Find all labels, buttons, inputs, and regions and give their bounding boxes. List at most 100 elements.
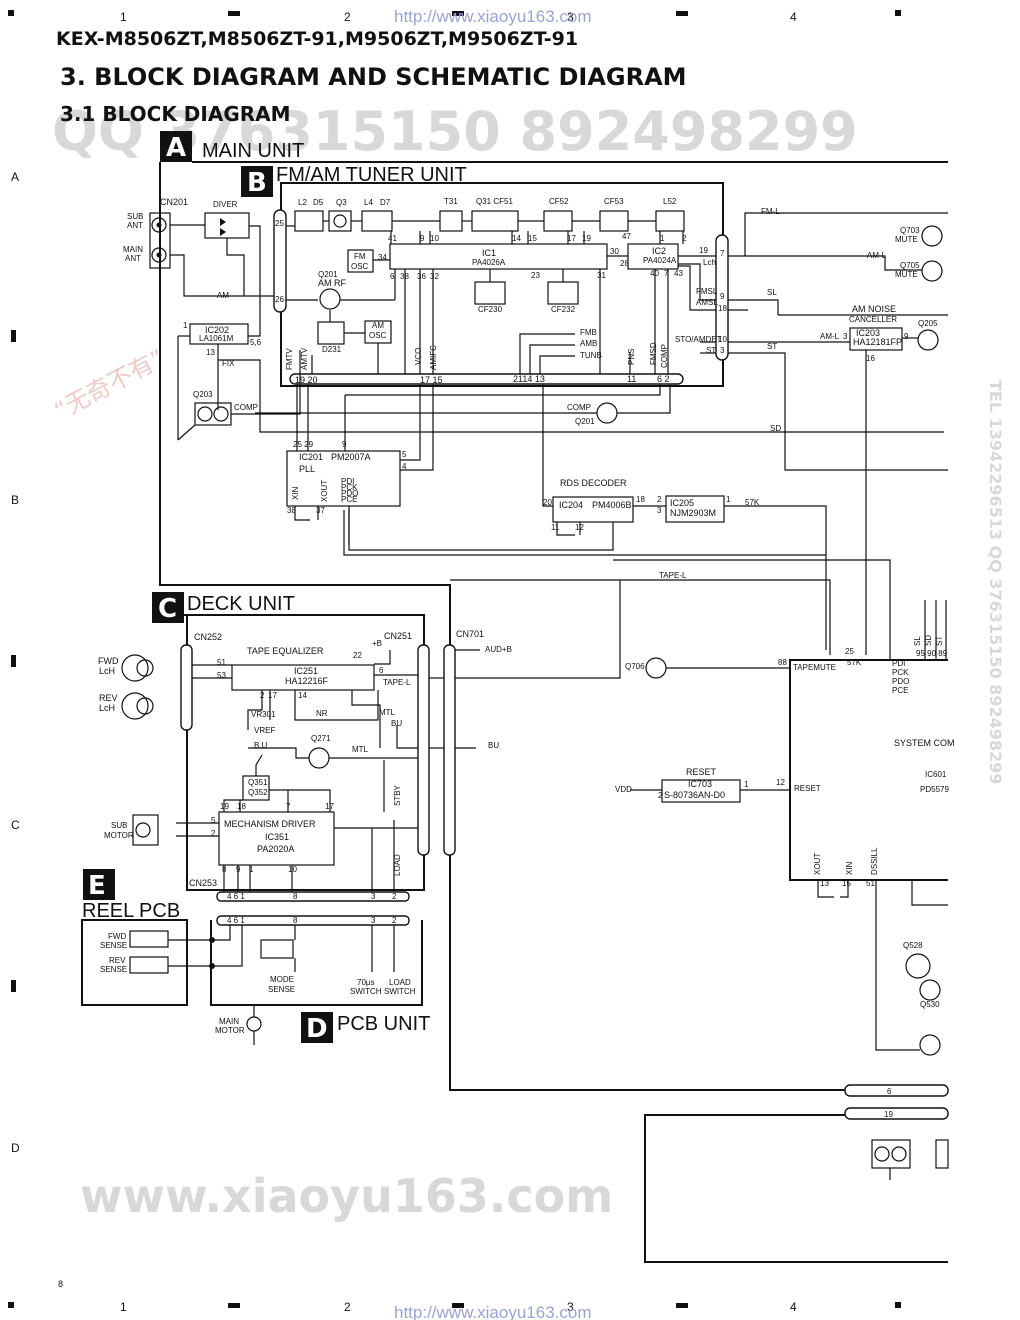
diagram-label: 41: [388, 234, 397, 243]
grid-column-label: 2: [344, 10, 351, 24]
diagram-label: ST: [767, 342, 777, 351]
grid-column-label: 1: [120, 1300, 127, 1314]
diagram-label: 14: [512, 234, 521, 243]
side-watermark: TEL 13942296513 QQ 376315150 892498299: [986, 380, 1005, 784]
diagram-label: LOAD: [393, 854, 402, 876]
diagram-label: 30: [610, 247, 619, 256]
diagram-label: 18: [718, 304, 727, 313]
diagram-label: AM-L: [867, 251, 887, 260]
diagram-label: FWD: [98, 656, 119, 666]
diagram-label: 13: [820, 879, 829, 888]
diagram-label: SUB: [127, 212, 143, 221]
grid-row-label: B: [11, 493, 19, 507]
diagram-label: REV: [109, 956, 126, 965]
diagram-label: CN251: [384, 631, 412, 641]
grid-column-label: 4: [790, 10, 797, 24]
diagram-label: 8: [293, 916, 298, 925]
diagram-label: STBY: [393, 784, 402, 806]
diagram-label: 70μs: [357, 978, 375, 987]
grid-row-label: A: [11, 170, 19, 184]
diagram-label: 12: [776, 778, 785, 787]
diagram-label: Q205: [918, 319, 938, 328]
diagram-label: DSSILL: [870, 847, 879, 875]
diagram-label: CF232: [551, 305, 576, 314]
diagram-label: REV: [99, 693, 118, 703]
diagram-label: TAPE-L: [659, 571, 687, 580]
diagram-label: 31: [597, 271, 606, 280]
diagram-label: L4: [364, 198, 373, 207]
diagram-label: PA4024A: [643, 256, 677, 265]
pcb-unit: D PCB UNIT: [210, 891, 430, 1045]
diagram-label: SENSE: [268, 985, 295, 994]
diagram-label: 1: [249, 865, 254, 874]
ic703-block: [661, 779, 741, 803]
unit-c-name: DECK UNIT: [187, 593, 295, 615]
diagram-label: 47: [622, 232, 631, 241]
pll-rds-section: [177, 374, 891, 660]
diagram-label: OSC: [351, 262, 369, 271]
diagram-label: 2: [657, 495, 662, 504]
diagram-label: CN253: [189, 878, 217, 888]
diagram-label: Lch: [703, 258, 716, 267]
ic201-block: [286, 450, 401, 507]
diagram-label: LcH: [99, 666, 115, 676]
diagram-label: AM-L: [820, 332, 840, 341]
diagram-label: D231: [322, 345, 342, 354]
diagram-label: SUB: [111, 821, 127, 830]
diagram-label: 9: [420, 234, 425, 243]
diagram-label: ANT: [125, 254, 141, 263]
diagram-label: 43: [674, 269, 683, 278]
diagram-label: MTL: [352, 745, 369, 754]
diagram-label: CF230: [478, 305, 503, 314]
diagram-label: 17: [325, 802, 334, 811]
diagram-label: L2: [298, 198, 307, 207]
diagram-label: FWD: [108, 932, 126, 941]
unit-e-letter: E: [88, 871, 106, 901]
diagram-label: PNS: [627, 349, 636, 365]
diagram-label: 2: [260, 691, 265, 700]
diagram-label: 10: [288, 865, 297, 874]
diagram-label: 9: [342, 440, 347, 449]
diagram-label: 3: [371, 892, 376, 901]
diagram-label: XIN: [845, 861, 854, 875]
diagram-label: PDI: [341, 477, 354, 486]
diagram-label: T31: [444, 197, 458, 206]
unit-a-name: MAIN UNIT: [202, 140, 304, 162]
diagram-label: SENSE: [100, 965, 127, 974]
diagram-label: 3: [657, 506, 662, 515]
diagram-label: 1: [660, 234, 665, 243]
diagram-label: 10: [430, 234, 439, 243]
diagram-label: Q201: [575, 417, 595, 426]
grid-column-label: 1: [120, 10, 127, 24]
diagram-label: PCK: [892, 668, 909, 677]
unit-d-letter: D: [306, 1014, 328, 1044]
diagram-label: FM: [354, 252, 366, 261]
diagram-label: PDO: [341, 489, 358, 498]
diagram-label: SD: [924, 635, 933, 646]
diagram-label: Q203: [193, 390, 213, 399]
diagram-label: 5: [211, 816, 216, 825]
diagram-label: 6 2: [657, 374, 670, 384]
diagram-label: COMP: [234, 403, 258, 412]
diagram-label: DIVER: [213, 200, 238, 209]
ic351-block: [218, 811, 335, 866]
diagram-label: 7: [286, 802, 291, 811]
diagram-label: MODE: [270, 975, 294, 984]
diagram-label: PCE: [892, 686, 908, 695]
diagram-label: PCE: [341, 495, 357, 504]
diagram-label: NJM2903M: [670, 508, 716, 518]
diagram-label: Q703: [900, 226, 920, 235]
diagram-label: VR301: [251, 710, 276, 719]
diagram-label: AUD+B: [485, 645, 512, 654]
diagram-label: PA2020A: [257, 844, 294, 854]
diagram-label: 18: [636, 495, 645, 504]
diagram-label: HA12181FP: [853, 337, 902, 347]
diagram-label: SL: [767, 288, 777, 297]
diagram-label: RDS DECODER: [560, 478, 627, 488]
diagram-label: 36: [417, 272, 426, 281]
diagram-label: 3: [371, 916, 376, 925]
diagram-label: 5,6: [250, 338, 262, 347]
diagram-label: D5: [313, 198, 324, 207]
